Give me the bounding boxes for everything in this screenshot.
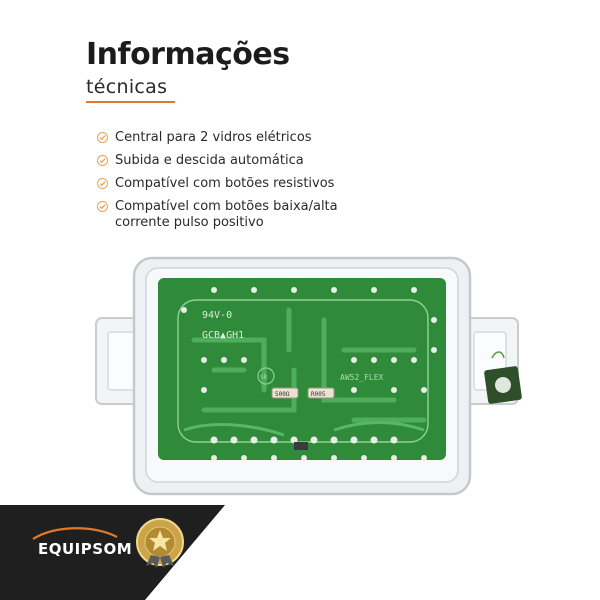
feature-text: Subida e descida automática <box>115 153 304 168</box>
board-marking: GCB▲GH1 <box>202 330 244 341</box>
board-marking: 94V-0 <box>202 310 232 321</box>
feature-item: Compatível com botões baixa/alta corrent… <box>97 199 395 231</box>
subtitle-underline <box>86 101 175 103</box>
check-circle-icon <box>97 201 108 212</box>
feature-item: Compatível com botões resistivos <box>97 176 395 192</box>
feature-text: Compatível com botões baixa/alta corrent… <box>115 199 338 230</box>
brand-swoosh-icon <box>32 527 118 540</box>
circuit-board <box>158 278 446 460</box>
product-module-image: 94V-0 GCB▲GH1 AW52_FLEX SR 500Ω R005 <box>95 256 522 496</box>
board-marking: SR <box>260 374 268 381</box>
page-subtitle: técnicas <box>86 76 168 98</box>
check-circle-icon <box>97 178 108 189</box>
check-circle-icon <box>97 155 108 166</box>
feature-item: Central para 2 vidros elétricos <box>97 130 395 146</box>
board-marking: AW52_FLEX <box>340 373 384 382</box>
feature-text: Compatível com botões resistivos <box>115 176 335 191</box>
check-circle-icon <box>97 132 108 143</box>
feature-list: Central para 2 vidros elétricos Subida e… <box>97 130 395 238</box>
brand-logo-text: EQUIPSOM <box>38 540 133 558</box>
board-marking: 500Ω <box>275 391 290 398</box>
feature-text: Central para 2 vidros elétricos <box>115 130 312 145</box>
quality-seal-icon <box>136 518 184 568</box>
feature-item: Subida e descida automática <box>97 153 395 169</box>
board-marking: R005 <box>311 391 326 398</box>
page-title: Informações <box>86 37 290 72</box>
